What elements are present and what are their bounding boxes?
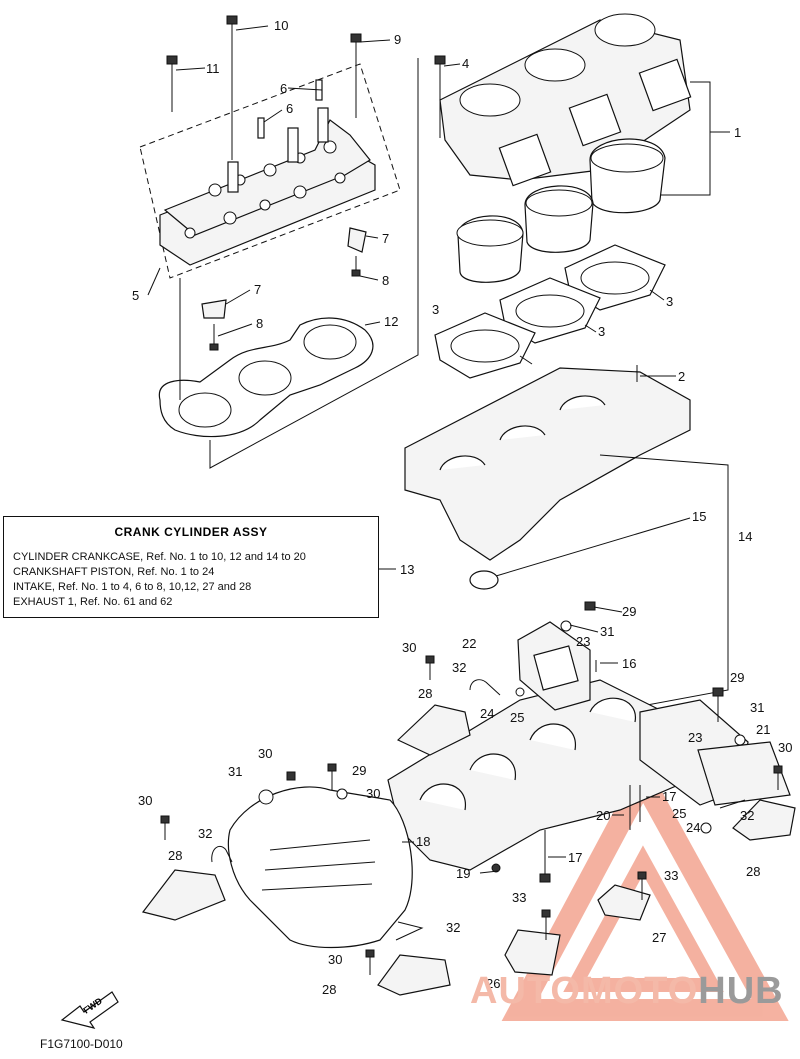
callout-29b: 29 (730, 670, 744, 685)
callout-8b: 8 (256, 316, 263, 331)
assembly-line-4: EXHAUST 1, Ref. No. 61 and 62 (13, 596, 173, 608)
callout-30c: 30 (138, 793, 152, 808)
callout-labels: 10 9 11 4 6 6 1 7 8 5 7 3 3 12 8 3 2 15 … (132, 18, 792, 997)
callout-14: 14 (738, 529, 752, 544)
callout-3c: 3 (598, 324, 605, 339)
leader-lines (147, 25, 730, 874)
callout-22: 22 (462, 636, 476, 651)
head-gasket (158, 317, 374, 438)
callout-31b: 31 (750, 700, 764, 715)
callout-29d: 29 (352, 763, 366, 778)
callout-33a: 33 (664, 868, 678, 883)
callout-32d: 32 (446, 920, 460, 935)
callout-25a: 25 (510, 710, 524, 725)
engine-bracket-right (639, 687, 791, 806)
callout-29a: 29 (622, 604, 636, 619)
callout-23a: 23 (576, 634, 590, 649)
callout-4: 4 (462, 56, 469, 71)
callout-20: 20 (596, 808, 610, 823)
upper-crankcase (404, 365, 691, 561)
callout-8a: 8 (382, 273, 389, 288)
callout-26: 26 (486, 976, 500, 991)
callout-28d: 28 (322, 982, 336, 997)
callout-15: 15 (692, 509, 706, 524)
cylinder-base-gaskets (434, 244, 666, 379)
callout-31d: 30 (366, 786, 380, 801)
assembly-title: CRANK CYLINDER ASSY (114, 525, 268, 539)
callout-3b: 3 (666, 294, 673, 309)
callout-3a: 3 (432, 302, 439, 317)
fwd-arrow-icon: FWD (60, 991, 119, 1029)
fasteners (160, 655, 783, 975)
watermark-text-red: AUTOMOTO (470, 970, 699, 1012)
callout-23b: 23 (688, 730, 702, 745)
exhaust-chamber (227, 786, 413, 949)
engine-mounts (141, 704, 796, 996)
callout-30d: 30 (328, 952, 342, 967)
callout-6a: 6 (280, 81, 287, 96)
callout-28c: 28 (746, 864, 760, 879)
callout-2: 2 (678, 369, 685, 384)
assembly-line-1: CYLINDER CRANKCASE, Ref. No. 1 to 10, 12… (13, 551, 306, 563)
callout-12: 12 (384, 314, 398, 329)
callout-28a: 28 (418, 686, 432, 701)
callout-33b: 33 (512, 890, 526, 905)
callout-32c: 32 (198, 826, 212, 841)
callout-13: 13 (400, 562, 414, 577)
callout-7b: 7 (254, 282, 261, 297)
callout-6b: 6 (286, 101, 293, 116)
watermark-text-gray: HUB (698, 970, 784, 1012)
callout-11: 11 (206, 61, 220, 76)
callout-24a: 24 (480, 706, 494, 721)
assembly-reference-box: CRANK CYLINDER ASSY CYLINDER CRANKCASE, … (3, 516, 379, 618)
cylinder-head-group (139, 15, 401, 351)
callout-19: 19 (456, 866, 470, 881)
callout-30b: 30 (778, 740, 792, 755)
diagram-code: F1G7100-D010 (40, 1037, 123, 1051)
callout-24b: 24 (686, 820, 700, 835)
callout-5: 5 (132, 288, 139, 303)
callout-7a: 7 (382, 231, 389, 246)
assembly-line-3: INTAKE, Ref. No. 1 to 4, 6 to 8, 10,12, … (13, 581, 252, 593)
callout-27: 27 (652, 930, 666, 945)
callout-32a: 32 (452, 660, 466, 675)
bracket-line-head (209, 58, 419, 469)
callout-1: 1 (734, 125, 741, 140)
callout-32b: 32 (740, 808, 754, 823)
intake-manifold (517, 601, 597, 711)
callout-10: 10 (274, 18, 288, 33)
crank-bearing (469, 570, 499, 590)
assembly-line-2: CRANKSHAFT PISTON, Ref. No. 1 to 24 (13, 566, 215, 578)
callout-30a: 30 (402, 640, 416, 655)
callout-29c: 30 (258, 746, 272, 761)
callout-25b: 25 (672, 806, 686, 821)
watermark-triangle (501, 756, 789, 1021)
callout-31c: 31 (228, 764, 242, 779)
callout-21: 21 (756, 722, 770, 737)
callout-9: 9 (394, 32, 401, 47)
callout-31a: 31 (600, 624, 614, 639)
callout-17a: 17 (662, 789, 676, 804)
callout-16: 16 (622, 656, 636, 671)
pistons-group (456, 138, 666, 283)
callout-28b: 28 (168, 848, 182, 863)
callout-18: 18 (416, 834, 430, 849)
watermark-logo: AUTOMOTOHUB (470, 970, 784, 1013)
callout-17b: 17 (568, 850, 582, 865)
